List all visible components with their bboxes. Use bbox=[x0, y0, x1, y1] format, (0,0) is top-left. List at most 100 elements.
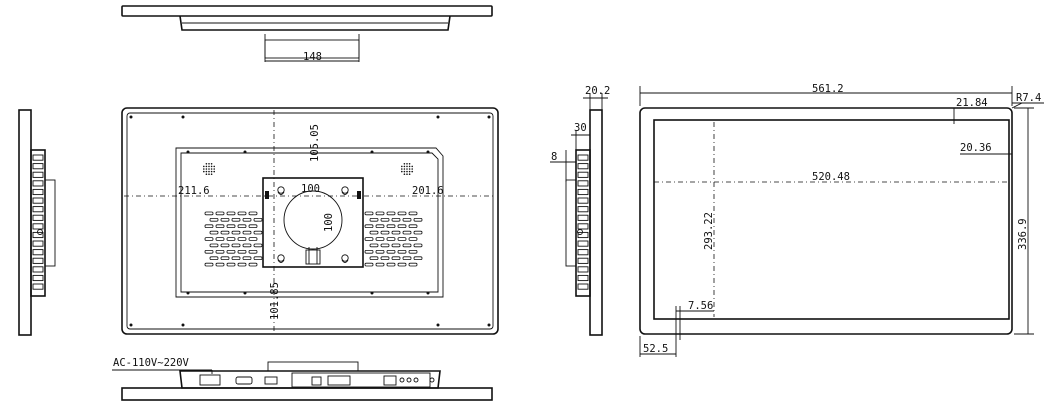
front-view: 561.2 R7.4 21.84 20.36 520.48 293.22 336… bbox=[639, 83, 1044, 357]
vent-slot bbox=[248, 224, 258, 229]
vent-slot bbox=[215, 249, 225, 254]
speaker-hole bbox=[403, 168, 406, 170]
vent-slot bbox=[413, 217, 423, 222]
heatsink-fin bbox=[32, 197, 44, 204]
speaker-hole bbox=[208, 163, 210, 165]
vent-slot bbox=[402, 256, 412, 260]
screw-dot bbox=[129, 115, 133, 119]
speaker-hole bbox=[213, 170, 215, 173]
vent-slot bbox=[204, 237, 214, 241]
vent-slot bbox=[204, 262, 214, 267]
vent-slot bbox=[204, 249, 214, 254]
heatsink-fin bbox=[32, 266, 44, 273]
vent-slot bbox=[226, 237, 236, 241]
screw-dot bbox=[186, 150, 190, 154]
vesa-hole bbox=[341, 186, 349, 194]
vent-slot bbox=[215, 224, 225, 229]
screw-dot bbox=[426, 150, 430, 154]
vesa-hole bbox=[277, 186, 285, 194]
vent-slot bbox=[380, 217, 390, 222]
vent-slot bbox=[380, 230, 390, 235]
vent-slot bbox=[248, 237, 258, 241]
vent-slot bbox=[204, 211, 214, 216]
vent-slot bbox=[386, 224, 396, 229]
heatsink-fin bbox=[32, 223, 44, 230]
dim-bottom-bezel: 7.56 bbox=[688, 300, 713, 312]
power-label: AC-110V~220V bbox=[113, 357, 190, 369]
vent-slot bbox=[215, 211, 225, 216]
vent-slot bbox=[369, 243, 379, 248]
speaker-hole bbox=[403, 170, 406, 173]
heatsink-fin bbox=[577, 223, 589, 230]
vent-slot bbox=[386, 237, 396, 241]
dim-side-depth-total: 20.2 bbox=[585, 85, 610, 97]
speaker-hole bbox=[208, 168, 210, 170]
vesa-keyhole bbox=[277, 191, 285, 195]
right-side-view: 20.2 30 8 bbox=[550, 85, 610, 336]
heatsink-fin bbox=[32, 171, 44, 178]
vent-slot bbox=[397, 262, 407, 267]
heatsink-fin bbox=[577, 283, 589, 290]
speaker-hole bbox=[208, 165, 210, 168]
dim-screen-height: 293.22 bbox=[703, 212, 715, 250]
dim-side-depth-mid: 30 bbox=[574, 122, 587, 134]
vent-slot bbox=[220, 217, 230, 222]
speaker-hole bbox=[408, 173, 411, 175]
screw-dot bbox=[487, 323, 491, 327]
heatsink-fin bbox=[577, 214, 589, 221]
speaker-hole bbox=[205, 170, 208, 173]
vent-slot bbox=[237, 211, 247, 216]
heatsink-fin bbox=[577, 171, 589, 178]
vent-slot bbox=[226, 211, 236, 216]
vent-slot bbox=[408, 249, 418, 254]
vent-slot bbox=[226, 262, 236, 267]
speaker-hole bbox=[205, 168, 208, 170]
speaker-hole bbox=[401, 168, 403, 170]
vent-slot bbox=[397, 224, 407, 229]
screw-dot bbox=[129, 323, 133, 327]
dim-top-bezel: 21.84 bbox=[956, 97, 988, 109]
vent-slot bbox=[237, 224, 247, 229]
vent-slot bbox=[209, 256, 219, 260]
speaker-hole bbox=[210, 163, 213, 165]
top-view: 148 bbox=[121, 5, 493, 63]
vent-slot bbox=[209, 230, 219, 235]
speaker-hole bbox=[406, 163, 408, 165]
speaker-hole bbox=[408, 163, 411, 165]
vent-slot bbox=[380, 256, 390, 260]
vent-slot bbox=[253, 243, 263, 248]
vent-slot bbox=[242, 230, 252, 235]
dim-vesa-horizontal: 100 bbox=[301, 183, 320, 195]
rear-view: 211.6 201.6 105.05 101.85 100 100 bbox=[121, 107, 499, 335]
speaker-hole bbox=[406, 168, 408, 170]
heatsink-fin bbox=[577, 249, 589, 256]
vent-slot bbox=[226, 249, 236, 254]
vent-slot bbox=[413, 243, 423, 248]
heatsink-fin bbox=[577, 154, 589, 161]
vent-slot bbox=[402, 230, 412, 235]
vent-slot bbox=[204, 224, 214, 229]
speaker-hole bbox=[408, 165, 411, 168]
speaker-hole bbox=[203, 170, 205, 173]
vent-slot bbox=[253, 217, 263, 222]
dim-rear-left-offset: 211.6 bbox=[178, 185, 210, 197]
dim-rear-top-offset: 105.05 bbox=[309, 124, 321, 162]
vent-slot bbox=[386, 262, 396, 267]
vent-slot bbox=[215, 237, 225, 241]
vent-slot bbox=[386, 249, 396, 254]
vent-slot bbox=[231, 217, 241, 222]
speaker-hole bbox=[406, 173, 408, 175]
vesa-marker bbox=[357, 191, 361, 199]
vent-slot bbox=[375, 211, 385, 216]
dim-rear-bottom-offset: 101.85 bbox=[269, 282, 281, 320]
heatsink-fin bbox=[32, 163, 44, 170]
vent-slot bbox=[375, 249, 385, 254]
vent-slot bbox=[364, 224, 374, 229]
heatsink-fin bbox=[32, 274, 44, 282]
vent-slot bbox=[215, 262, 225, 267]
vent-slot bbox=[408, 224, 418, 229]
vent-slot bbox=[209, 243, 219, 248]
speaker-hole bbox=[210, 168, 213, 170]
vent-slot bbox=[375, 262, 385, 267]
left-side-view bbox=[18, 109, 56, 336]
